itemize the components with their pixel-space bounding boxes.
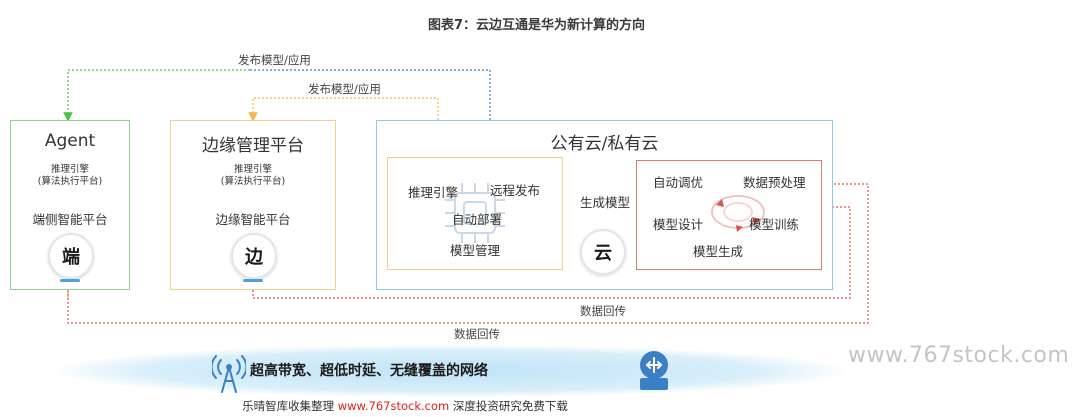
agent-badge-base (60, 279, 80, 282)
agent-engine-line2: (算法执行平台) (37, 176, 103, 187)
figure-title: 图表7：云边互通是华为新计算的方向 (427, 18, 646, 33)
agent-badge: 端 (48, 233, 94, 279)
gen-item-model-design: 模型设计 (653, 217, 704, 232)
edge-badge: 边 (231, 233, 277, 279)
deploy-item-model-management: 模型管理 (450, 243, 501, 258)
footer-line: 乐晴智库收集整理 www.767stock.com 深度投资研究免费下载 (0, 398, 810, 414)
gen-item-auto-tuning: 自动调优 (653, 175, 704, 190)
agent-engine-line1: 推理引擎 (50, 164, 89, 175)
edge-engine-line1: 推理引擎 (233, 164, 272, 175)
footer-suffix: 深度投资研究免费下载 (449, 399, 568, 413)
deploy-subbox: 推理引擎 远程发布 自动部署 模型管理 (387, 157, 563, 270)
watermark-url: www.767stock.com (848, 343, 1070, 368)
gen-item-model-training: 模型训练 (749, 217, 800, 232)
deploy-to-edge-label: 发布模型/应用 (308, 82, 381, 96)
agent-title: Agent (44, 131, 96, 151)
deploy-to-agent-label: 发布模型/应用 (238, 53, 311, 67)
data-return-upper-label: 数据回传 (580, 304, 626, 318)
data-return-lower-label: 数据回传 (454, 327, 500, 341)
data-return-upper-line (252, 202, 851, 299)
deploy-item-auto-deploy: 自动部署 (452, 212, 503, 227)
edge-box: 边缘管理平台 推理引擎 (算法执行平台) 边缘智能平台 边 (170, 120, 336, 290)
antenna-tower-icon (212, 355, 246, 393)
gen-item-data-preprocessing: 数据预处理 (743, 175, 806, 190)
chip-icon (445, 183, 505, 243)
deploy-item-remote-publish: 远程发布 (490, 183, 541, 198)
cloud-badge: 云 (580, 229, 626, 275)
edge-badge-base (243, 279, 263, 282)
router-icon (640, 351, 668, 390)
cloud-title: 公有云/私有云 (550, 134, 659, 154)
agent-platform: 端侧智能平台 (32, 212, 108, 227)
generate-model-label: 生成模型 (580, 195, 631, 210)
deploy-item-inference-engine: 推理引擎 (408, 185, 459, 200)
data-return-lower-line (67, 179, 869, 324)
footer-url[interactable]: www.767stock.com (337, 399, 450, 413)
deploy-to-agent-line-blue (250, 69, 491, 120)
deploy-to-edge-line (248, 97, 439, 122)
network-description: 超高带宽、超低时延、无缝覆盖的网络 (250, 363, 488, 379)
edge-engine-line2: (算法执行平台) (220, 176, 286, 187)
footer-prefix: 乐晴智库收集整理 (242, 399, 338, 413)
generation-subbox: 自动调优 数据预处理 模型设计 模型训练 模型生成 (636, 160, 822, 270)
training-cycle-icon (711, 195, 765, 232)
agent-box: Agent 推理引擎 (算法执行平台) 端侧智能平台 端 (10, 120, 130, 290)
network-wave (55, 345, 845, 397)
edge-title: 边缘管理平台 (202, 136, 304, 156)
deploy-to-agent-line-green (63, 69, 250, 122)
gen-item-model-generation: 模型生成 (693, 244, 744, 259)
edge-platform: 边缘智能平台 (215, 212, 291, 227)
